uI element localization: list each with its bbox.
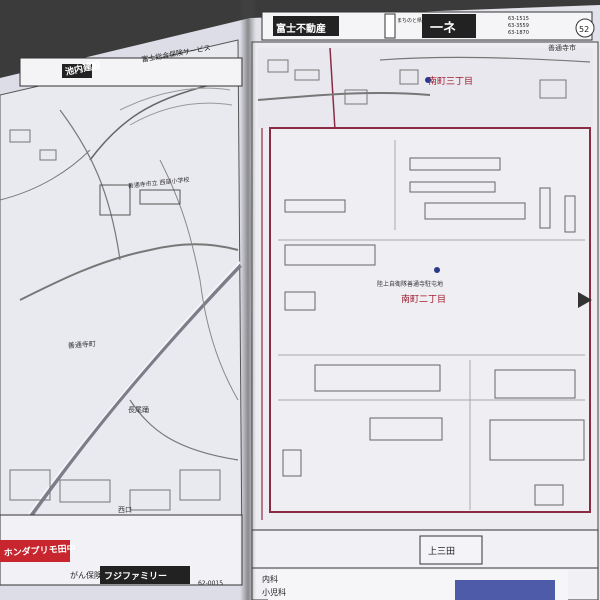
realestate-ad: 富士不動産 — [276, 22, 326, 35]
city-label: 善通寺市 — [548, 43, 576, 52]
clinic-ad-1: 内科 — [262, 574, 278, 584]
district-3-label: 南町三丁目 — [428, 75, 473, 87]
town-label: 善通寺町 — [68, 339, 97, 350]
right-page — [250, 5, 600, 600]
base-label: 陸上自衛隊善通寺駐屯地 — [377, 280, 443, 288]
bottom-insurance-label: がん保険 — [70, 570, 102, 580]
left-page — [0, 18, 252, 600]
bottom-phone: 62-0015 — [198, 580, 223, 587]
bottom-insurance-ad: フジファミリー — [104, 571, 167, 582]
page-number: 52 — [579, 25, 589, 34]
district-2-label: 南町二丁目 — [401, 293, 446, 305]
next-page-arrow-icon — [578, 292, 592, 308]
place-label: 長尾踊 — [128, 406, 149, 414]
shop-tagline: まちのと県の — [397, 18, 427, 24]
phone-3: 63-1870 — [508, 30, 529, 36]
phone-2: 63-3559 — [508, 23, 529, 29]
shop-ad: 一ネ — [430, 21, 456, 36]
clinic-ad-2: 小児科 — [262, 587, 286, 597]
bottom-block-label: 上三田 — [428, 546, 455, 557]
phone-1: 63-1515 — [508, 16, 529, 22]
area-label: 西口 — [118, 506, 132, 514]
